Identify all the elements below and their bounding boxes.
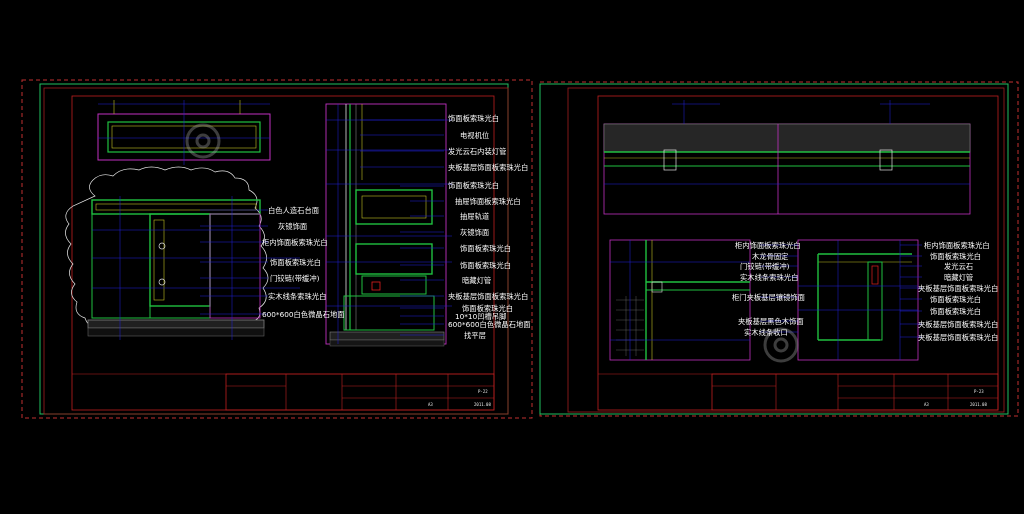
- left-label-12: 夹板基层饰面板索珠光白: [448, 292, 529, 301]
- right-tb-scale: A3: [924, 402, 929, 407]
- right-leaders: [760, 244, 922, 338]
- right-sheet-frame: [539, 81, 1019, 417]
- right-tb-drawing-no: P-23: [974, 389, 984, 394]
- left-elev-label-7: 600*600白色微晶石地面: [262, 310, 345, 319]
- right-label-1: 柜内饰面板索珠光白: [924, 241, 990, 250]
- right-center-label-2: 木龙骨固定: [752, 252, 789, 261]
- right-center-label-3: 门铰链(带缓冲): [740, 262, 790, 271]
- left-label-10: 饰面板索珠光白: [460, 261, 512, 270]
- left-elev-label-1: 白色人造石台面: [268, 206, 320, 215]
- left-section: [325, 103, 452, 347]
- left-label-6: 抽屉饰面板索珠光白: [455, 197, 521, 206]
- right-center-label-5: 柜门夹板基层镶镜饰面: [732, 293, 805, 302]
- left-leaders: [200, 119, 444, 336]
- right-label-7: 饰面板索珠光白: [930, 307, 982, 316]
- left-label-1: 饰面板索珠光白: [448, 114, 500, 123]
- right-label-4: 暗藏灯管: [944, 273, 974, 282]
- left-label-9: 饰面板索珠光白: [460, 244, 512, 253]
- right-center-label-7: 实木线条收口: [744, 328, 788, 337]
- left-label-11: 暗藏灯管: [462, 276, 492, 285]
- right-lower-left-section: [609, 239, 751, 361]
- left-label-5: 饰面板索珠光白: [448, 181, 500, 190]
- left-top-plan: [97, 100, 271, 165]
- right-label-8: 夹板基层饰面板索珠光白: [918, 320, 999, 329]
- left-label-7: 抽屉轨道: [460, 212, 490, 221]
- left-label-14: 10*10凹槽吊脚: [455, 312, 507, 321]
- left-label-8: 灰镜饰面: [460, 228, 490, 237]
- left-tb-drawing-no: P-22: [478, 389, 488, 394]
- watermark-logo: [185, 123, 799, 363]
- right-label-9: 夹板基层饰面板索珠光白: [918, 333, 999, 342]
- left-elev-label-5: 门铰链(带缓冲): [270, 274, 320, 283]
- left-label-13: 饰面板索珠光白: [462, 304, 514, 313]
- left-elev-label-2: 灰镜饰面: [278, 222, 308, 231]
- right-lower-right-section: [797, 239, 919, 361]
- right-center-label-6: 夹板基层黑色木饰面: [738, 317, 804, 326]
- right-center-label-1: 柜内饰面板索珠光白: [735, 241, 801, 250]
- left-tb-scale: A3: [428, 402, 433, 407]
- left-elev-label-3: 柜内饰面板索珠光白: [262, 238, 328, 247]
- right-label-6: 饰面板索珠光白: [930, 295, 982, 304]
- left-elev-label-4: 饰面板索珠光白: [270, 258, 322, 267]
- left-elev-label-6: 实木线条索珠光白: [268, 292, 327, 301]
- left-label-16: 找平层: [464, 331, 486, 340]
- right-top-section: [603, 100, 971, 215]
- right-label-3: 发光云石: [944, 262, 974, 271]
- left-label-3: 发光云石内装灯管: [448, 147, 507, 156]
- left-tb-date: 2011.08: [474, 402, 491, 407]
- left-label-2: 电视机位: [460, 131, 490, 140]
- right-label-5: 夹板基层饰面板索珠光白: [918, 284, 999, 293]
- right-label-2: 饰面板索珠光白: [930, 252, 982, 261]
- right-title-block: [711, 373, 999, 411]
- right-center-label-4: 实木线条索珠光白: [740, 273, 799, 282]
- left-label-4: 夹板基层饰面板索珠光白: [448, 163, 529, 172]
- right-tb-date: 2011.08: [970, 402, 987, 407]
- left-title-block: [225, 373, 495, 411]
- left-elevation: [65, 166, 300, 340]
- left-label-15: 600*600白色微晶石地面: [448, 320, 531, 329]
